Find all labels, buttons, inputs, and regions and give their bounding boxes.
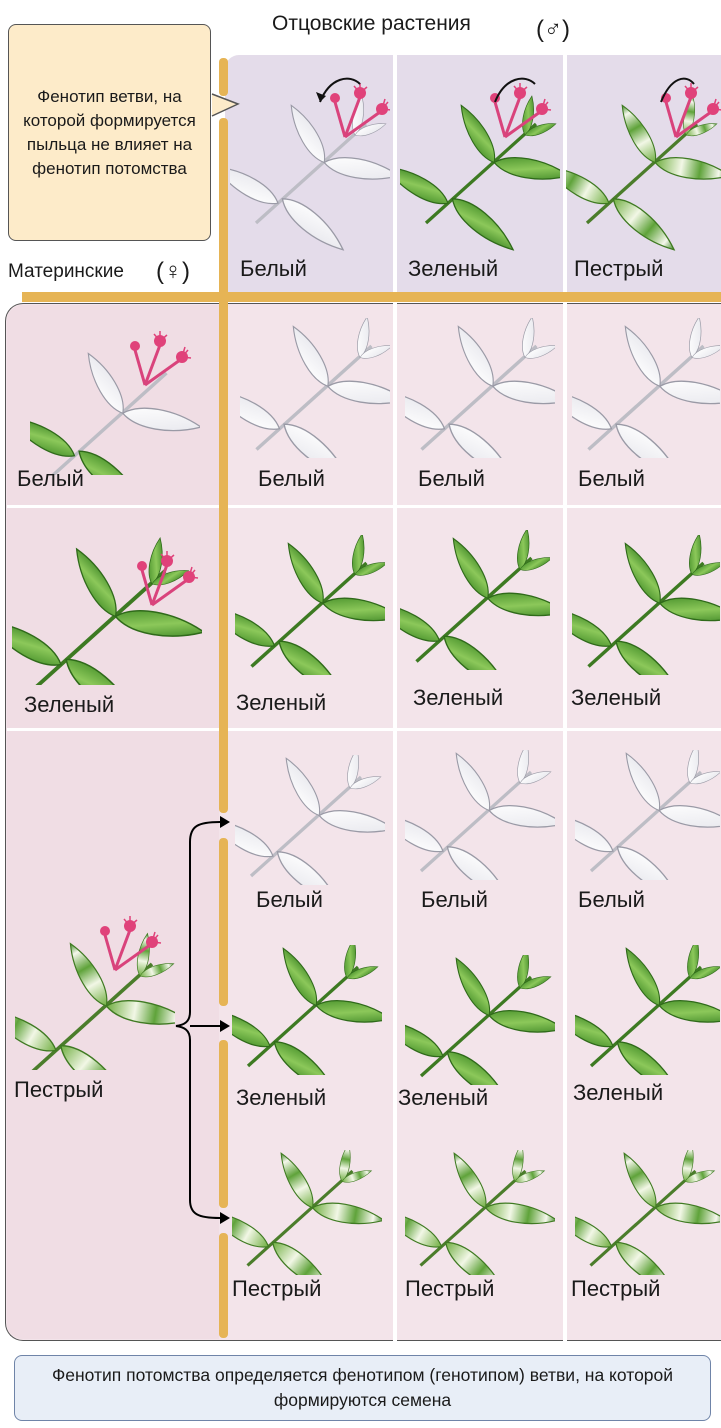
offspring-sprig (575, 1150, 720, 1275)
offspring-sprig (400, 530, 550, 670)
offspring-sprig (405, 1150, 555, 1275)
paternal-green-plant (400, 62, 560, 262)
maternal-plants-title: Материнские (8, 261, 124, 283)
horizontal-divider (22, 292, 721, 302)
offspring-label: Белый (578, 887, 645, 913)
offspring-label: Зеленый (236, 1085, 326, 1111)
grid-row-sep-2 (7, 728, 721, 731)
offspring-sprig (405, 750, 555, 880)
grid-col-sep-2 (563, 303, 567, 1341)
maternal-label-variegated: Пестрый (14, 1077, 103, 1103)
offspring-sprig (232, 945, 382, 1075)
offspring-sprig (405, 318, 555, 458)
paternal-label-white: Белый (240, 256, 307, 282)
offspring-label: Белый (421, 887, 488, 913)
paternal-divider-1 (393, 55, 397, 295)
paternal-label-green: Зеленый (408, 256, 498, 282)
pollen-note: Фенотип ветви, на которой формируется пы… (8, 24, 211, 241)
offspring-sprig (575, 945, 720, 1075)
offspring-sprig (572, 535, 720, 675)
brace-arrows (168, 812, 234, 1232)
maternal-white-plant (30, 315, 200, 475)
female-symbol: (♀) (156, 258, 190, 286)
offspring-label: Зеленый (571, 685, 661, 711)
offspring-label: Зеленый (573, 1080, 663, 1106)
offspring-label: Пестрый (232, 1276, 321, 1302)
offspring-sprig (235, 535, 385, 675)
offspring-label: Зеленый (413, 685, 503, 711)
offspring-label: Белый (256, 887, 323, 913)
paternal-variegated-plant (566, 62, 721, 262)
paternal-white-plant (230, 62, 390, 262)
maternal-green-plant (12, 535, 202, 685)
grid-row-sep-1 (7, 505, 721, 508)
offspring-sprig (235, 755, 385, 885)
maternal-variegated-plant (15, 900, 175, 1070)
seed-note: Фенотип потомства определяется фенотипом… (14, 1355, 711, 1421)
grid-col-sep-1 (393, 303, 397, 1341)
offspring-label: Белый (258, 466, 325, 492)
offspring-label: Белый (578, 466, 645, 492)
offspring-sprig (232, 1150, 382, 1275)
vertical-divider-upper (219, 118, 228, 813)
offspring-label: Пестрый (571, 1276, 660, 1302)
offspring-label: Пестрый (405, 1276, 494, 1302)
vertical-divider-seg-3 (219, 1233, 228, 1338)
offspring-label: Зеленый (236, 690, 326, 716)
paternal-plants-title: Отцовские растения (272, 12, 471, 36)
offspring-label: Белый (418, 466, 485, 492)
paternal-label-variegated: Пестрый (574, 256, 663, 282)
offspring-sprig (240, 318, 390, 458)
offspring-sprig (405, 955, 555, 1085)
maternal-label-white: Белый (17, 466, 84, 492)
male-symbol: (♂) (536, 16, 570, 44)
offspring-sprig (572, 318, 720, 458)
offspring-label: Зеленый (398, 1085, 488, 1111)
offspring-sprig (575, 750, 720, 880)
maternal-label-green: Зеленый (24, 692, 114, 718)
